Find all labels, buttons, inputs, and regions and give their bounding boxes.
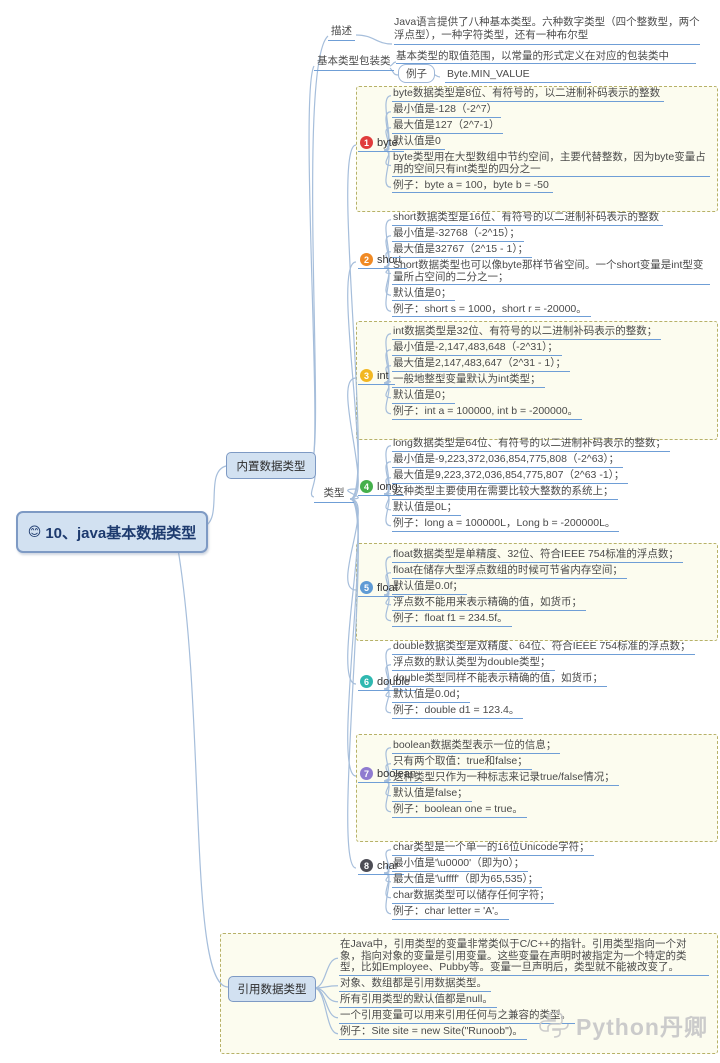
topic-line[interactable]: 最小值是-128（-2^7） [392,103,502,118]
topic-line[interactable]: 例子：boolean one = true。 [392,803,527,818]
topic-line[interactable]: 默认值是0L； [392,501,462,516]
type-group-box-float [356,543,718,641]
wrapper-class-text[interactable]: 基本类型的取值范围，以常量的形式定义在对应的包装类中 [396,50,696,64]
topic-line[interactable]: 所有引用类型的默认值都是null。 [339,993,497,1008]
connector-line [383,872,392,899]
topic-line[interactable]: 最小值是-32768（-2^15）； [392,227,524,242]
topic-description[interactable]: 描述 [328,23,355,41]
topic-line[interactable]: 默认值是0.0d； [392,688,470,703]
topic-line[interactable]: 浮点数的默认类型为double类型； [392,656,555,671]
topic-line[interactable]: double类型同样不能表示精确的值，如货币； [392,672,608,687]
topic-line[interactable]: 一个引用变量可以用来引用任何与之兼容的类型。 [339,1009,575,1024]
topic-line[interactable]: byte类型用在大型数组中节约空间，主要代替整数，因为byte变量占用的空间只有… [392,151,710,177]
type-number-badge-int: 3 [360,369,373,382]
topic-line[interactable]: 最小值是'\u0000'（即为0）； [392,857,529,872]
watermark: Python丹卿 [538,1008,708,1042]
topic-line[interactable]: boolean数据类型表示一位的信息； [392,739,561,754]
root-topic-label: 10、java基本数据类型 [45,524,197,542]
topic-line[interactable]: short数据类型是16位、有符号的以二进制补码表示的整数 [392,211,664,226]
topic-line[interactable]: 最小值是-2,147,483,648（-2^31）； [392,341,562,356]
connector-line [383,493,392,527]
type-number-badge-boolean: 7 [360,767,373,780]
topic-line[interactable]: 例子：char letter = 'A'。 [392,905,509,920]
type-name-label: int [377,369,389,382]
watermark-text: Python丹卿 [576,1014,708,1040]
type-number-badge-float: 5 [360,581,373,594]
type-number-badge-long: 4 [360,480,373,493]
example-value[interactable]: Byte.MIN_VALUE [445,68,591,83]
topic-line[interactable]: 浮点数不能用来表示精确的值，如货币； [392,596,586,611]
topic-line[interactable]: 默认值是0； [392,389,456,404]
topic-line[interactable]: 只有两个取值：true和false； [392,755,532,770]
topic-line[interactable]: 默认值是0 [392,135,445,150]
root-topic[interactable]: 😊 10、java基本数据类型 [16,511,208,553]
topic-line[interactable]: 一般地整型变量默认为int类型； [392,373,545,388]
topic-line[interactable]: byte数据类型是8位、有符号的，以二进制补码表示的整数 [392,87,665,102]
topic-builtin-label: 内置数据类型 [236,460,306,473]
topic-type[interactable]: 类型 [314,485,354,503]
topic-reference-label: 引用数据类型 [237,984,307,996]
topic-line[interactable]: int数据类型是32位、有符号的以二进制补码表示的整数； [392,325,662,340]
topic-line[interactable]: 默认值是false； [392,787,472,802]
topic-line[interactable]: 最小值是-9,223,372,036,854,775,808（-2^63）； [392,453,624,468]
connector-line [383,266,392,296]
connector-line [312,35,329,459]
topic-line[interactable]: 对象、数组都是引用数据类型。 [339,977,491,992]
topic-line[interactable]: 这种类型只作为一种标志来记录true/false情况； [392,771,619,786]
python-logo-icon [539,1012,569,1038]
topic-line[interactable]: double数据类型是双精度、64位、符合IEEE 754标准的浮点数； [392,640,695,655]
topic-line[interactable]: float在储存大型浮点数组的时候可节省内存空间； [392,564,627,579]
type-group-box-int [356,321,718,440]
connector-line [383,688,392,714]
topic-line[interactable]: 例子：byte a = 100，byte b = -50 [392,179,553,193]
topic-line[interactable]: 最大值是2,147,483,647（2^31 - 1）； [392,357,571,372]
topic-line[interactable]: 最大值是9,223,372,036,854,775,807（2^63 -1）； [392,469,629,484]
reference-lines: 在Java中，引用类型的变量非常类似于C/C++的指针。引用类型指向一个对象，指… [339,938,709,1042]
topic-line[interactable]: 例子：long a = 100000L，Long b = -200000L。 [392,517,620,532]
type-number-badge-char: 8 [360,859,373,872]
topic-line[interactable]: 例子：short s = 1000，short r = -20000。 [392,303,591,317]
topic-line[interactable]: 在Java中，引用类型的变量非常类似于C/C++的指针。引用类型指向一个对象，指… [339,938,709,976]
type-group-box-boolean [356,734,718,842]
topic-reference-types[interactable]: 引用数据类型 [228,976,316,1002]
topic-line[interactable]: 例子：Site site = new Site("Runoob")。 [339,1025,527,1040]
type-number-badge-short: 2 [360,253,373,266]
type-node-int[interactable]: 3 int [358,369,395,385]
topic-line[interactable]: 例子：int a = 100000, int b = -200000。 [392,405,583,420]
topic-line[interactable]: 最大值是32767（2^15 - 1）； [392,243,533,258]
type-number-badge-double: 6 [360,675,373,688]
topic-line[interactable]: 最大值是'\uffff'（即为65,535）； [392,873,543,888]
topic-line[interactable]: Short数据类型也可以像byte那样节省空间。一个short变量是int型变量… [392,259,710,285]
topic-line[interactable]: 例子：double d1 = 123.4。 [392,704,524,719]
topic-line[interactable]: char数据类型可以储存任何字符； [392,889,554,904]
topic-builtin-types[interactable]: 内置数据类型 [226,452,316,479]
connector-line [177,548,229,988]
connector-line [308,65,316,462]
topic-line[interactable]: float数据类型是单精度、32位、符合IEEE 754标准的浮点数； [392,548,683,563]
topic-line[interactable]: 这种类型主要使用在需要比较大整数的系统上； [392,485,618,500]
smiley-emoji-icon: 😊 [27,524,42,539]
topic-line[interactable]: 默认值是0.0f； [392,580,468,595]
description-text[interactable]: Java语言提供了八种基本类型。六种数字类型（四个整数型，两个浮点型），一种字符… [394,16,700,45]
topic-line[interactable]: 例子：float f1 = 234.5f。 [392,612,512,627]
connector-line [355,34,393,45]
connector-line [383,872,392,915]
wrapper-example: 例子 Byte.MIN_VALUE [398,64,591,83]
topic-line[interactable]: 最大值是127（2^7-1） [392,119,504,134]
example-badge[interactable]: 例子 [398,64,435,83]
topic-line[interactable]: char类型是一个单一的16位Unicode字符； [392,841,594,856]
topic-wrapper-class[interactable]: 基本类型包装类 [314,53,394,71]
topic-line[interactable]: long数据类型是64位、有符号的以二进制补码表示的整数； [392,437,671,452]
connector-line [383,493,392,511]
topic-line[interactable]: 默认值是0； [392,287,456,301]
type-number-badge-byte: 1 [360,136,373,149]
connector-line [383,266,392,312]
